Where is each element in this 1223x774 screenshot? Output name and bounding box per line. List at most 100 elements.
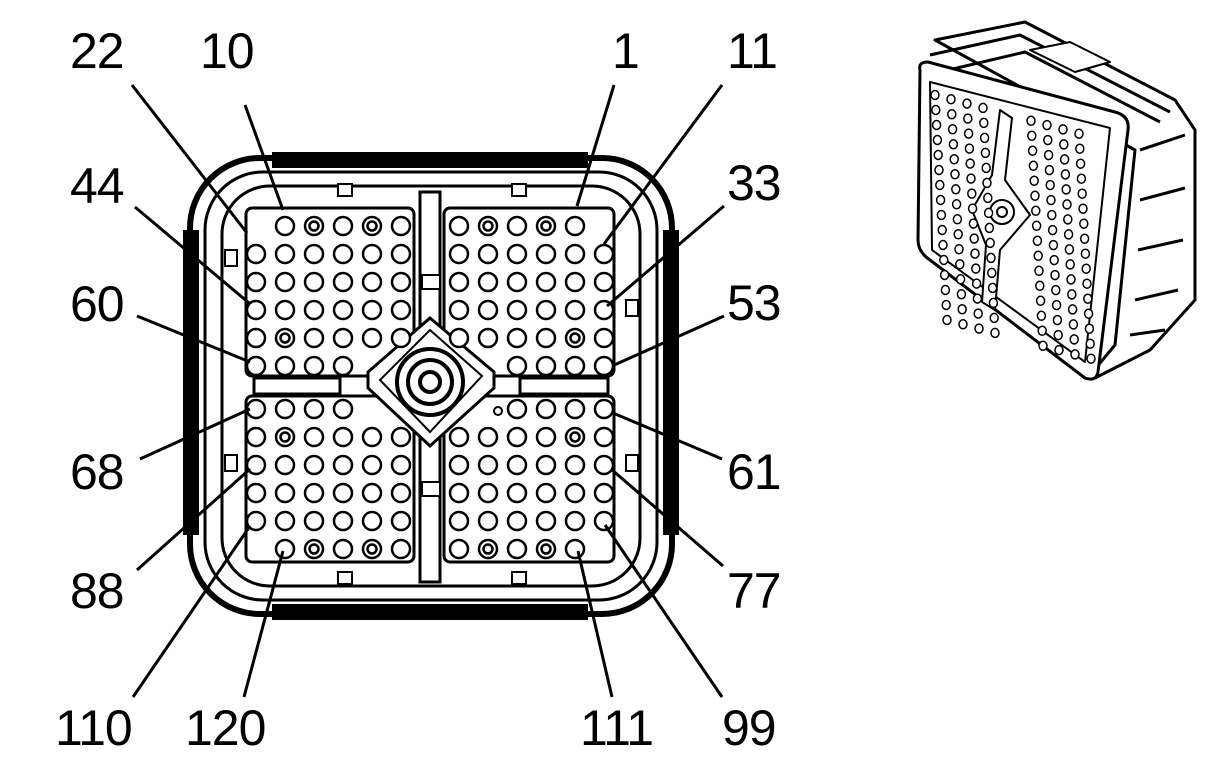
iso-pin-hole	[963, 113, 973, 124]
iso-pin-hole	[935, 179, 945, 191]
outer-shell-inner	[203, 170, 659, 602]
pin-label-88: 88	[70, 563, 124, 619]
iso-pin-hole	[1050, 269, 1060, 281]
iso-pin-hole	[930, 89, 940, 101]
pin-cavity	[564, 355, 586, 377]
pin-cavity	[535, 327, 557, 349]
latch-bottom-right	[511, 571, 527, 585]
iso-pin-hole	[1033, 250, 1043, 262]
pin-cavity	[332, 243, 354, 265]
iso-pin-hole	[1054, 344, 1064, 356]
iso-pin-hole	[1035, 280, 1045, 292]
iso-pin-hole	[1027, 145, 1038, 157]
iso-pin-hole	[1029, 175, 1039, 187]
iso-pin-hole	[1067, 289, 1077, 300]
pin-cavity	[390, 482, 412, 504]
pin-cavity-plug	[569, 431, 581, 443]
iso-pin-hole	[982, 177, 992, 189]
block-upper-left	[244, 206, 416, 378]
pin-cavity	[390, 215, 412, 237]
pin-label-53: 53	[727, 275, 781, 331]
iso-pin-hole	[1063, 214, 1073, 225]
pin-cavity-plug	[540, 543, 552, 555]
pin-cavity	[593, 271, 615, 293]
pin-cavity	[332, 327, 354, 349]
pin-cavity	[332, 482, 354, 504]
pin-cavity	[564, 243, 586, 265]
pin-cavity	[245, 482, 267, 504]
pin-cavity	[593, 355, 615, 377]
pin-cavity	[303, 299, 325, 321]
pin-label-111: 111	[580, 700, 653, 756]
leader-10	[243, 104, 285, 211]
iso-pin-hole	[983, 192, 993, 204]
pin-cavity	[564, 482, 586, 504]
iso-pin-hole	[1047, 209, 1057, 221]
pin-cavity	[274, 482, 296, 504]
iso-pin-hole	[1036, 310, 1047, 322]
iso-pin-hole	[1031, 220, 1042, 232]
pin-label-33: 33	[727, 155, 781, 211]
iso-pin-hole	[1032, 235, 1043, 247]
iso-pin-hole	[1053, 329, 1063, 341]
pin-cavity	[361, 299, 383, 321]
slot-left	[252, 376, 342, 396]
pin-cavities	[245, 215, 615, 560]
pin-cavity	[245, 271, 267, 293]
rib-clip-lower	[421, 481, 441, 497]
pin-label-120: 120	[185, 700, 265, 756]
leader-22	[130, 84, 249, 234]
iso-pin-hole	[966, 173, 976, 184]
pin-label-110: 110	[55, 700, 132, 756]
latch-top-left	[337, 183, 353, 197]
pin-cavity	[390, 243, 412, 265]
rib-clip-upper	[421, 274, 441, 290]
iso-pin-hole	[951, 199, 962, 210]
iso-pin-hole	[981, 162, 991, 174]
pin-cavity	[390, 271, 412, 293]
iso-pin-hole	[1083, 308, 1094, 319]
iso-body-top-rim	[929, 33, 1171, 124]
pin-cavity	[332, 538, 354, 560]
iso-pin-hole	[1081, 263, 1091, 274]
iso-pin-hole	[1064, 244, 1075, 255]
pin-cavity	[303, 398, 325, 420]
pin-cavity	[448, 271, 470, 293]
iso-pin-hole	[963, 128, 974, 139]
iso-pin-hole	[1035, 295, 1046, 307]
pin-cavity	[506, 398, 528, 420]
iso-pin-hole	[938, 239, 948, 251]
pin-cavity	[245, 243, 267, 265]
iso-pin-hole	[1051, 284, 1061, 296]
pin-cavity	[332, 215, 354, 237]
iso-pin-hole	[984, 222, 995, 234]
pin-cavity	[448, 482, 470, 504]
iso-pin-hole	[1043, 149, 1054, 161]
pin-cavity	[303, 355, 325, 377]
pin-cavity	[506, 454, 528, 476]
connector-isometric-view	[916, 20, 1197, 381]
pin-label-10: 10	[200, 23, 254, 79]
iso-pin-hole	[952, 214, 963, 225]
pin-cavity	[564, 538, 586, 560]
tab-left-lower	[224, 454, 238, 472]
pin-cavity	[274, 299, 296, 321]
iso-pin-hole	[964, 143, 975, 154]
iso-center-bolt-core	[996, 206, 1008, 218]
pin-labels: 22 10 1 11 44 33 60 53 68 61 88 77 110 1…	[55, 23, 782, 756]
pin-cavity	[506, 355, 528, 377]
iso-pin-hole	[958, 319, 968, 330]
iso-pin-hole	[1077, 188, 1087, 199]
iso-pin-hole	[1075, 158, 1086, 169]
iso-pin-hole	[990, 327, 1000, 339]
iso-pin-hole	[988, 297, 999, 309]
pin-cavity	[593, 510, 615, 532]
iso-pin-hole	[955, 274, 966, 285]
iso-pin-hole	[942, 314, 952, 326]
pin-cavity	[361, 271, 383, 293]
pin-cavity	[506, 215, 528, 237]
pin-cavity	[332, 299, 354, 321]
pin-cavity	[332, 426, 354, 448]
iso-pin-hole	[983, 207, 994, 219]
pin-cavity	[564, 454, 586, 476]
